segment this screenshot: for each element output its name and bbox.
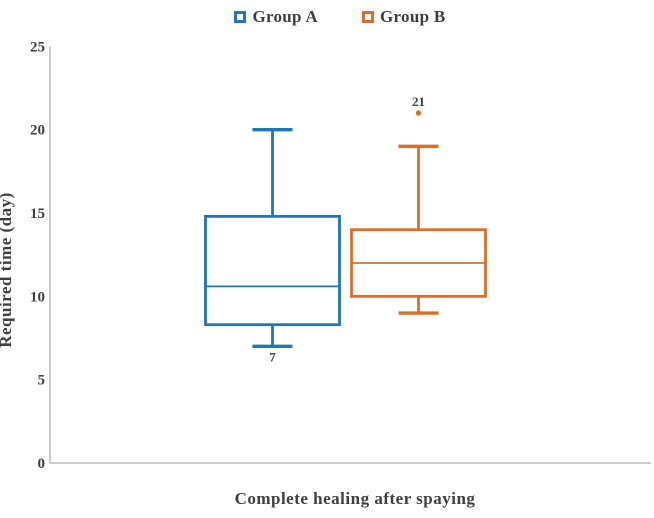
- x-axis-title: Complete healing after spaying: [235, 489, 476, 508]
- point-label-group-a-0: 7: [269, 349, 276, 364]
- boxplot-group-b: 21: [350, 94, 487, 315]
- chart-legend: Group A Group B: [0, 7, 654, 27]
- box-rect-group-a: [204, 214, 341, 327]
- boxplot-group-a: 7: [204, 128, 341, 364]
- y-tick-label-2: 10: [30, 289, 45, 305]
- outlier-point-group-b-0: [415, 110, 422, 116]
- legend-label-group-b: Group B: [380, 7, 446, 26]
- point-label-group-b-0: 21: [412, 94, 425, 109]
- legend-label-group-a: Group A: [252, 7, 318, 26]
- legend-item-group-b: Group B: [362, 7, 446, 27]
- y-tick-label-0: 0: [38, 456, 46, 472]
- y-axis-title: Required time (day): [0, 192, 15, 348]
- legend-item-group-a: Group A: [234, 7, 318, 27]
- y-tick-label-3: 15: [30, 206, 45, 222]
- group-a-marker-icon: [234, 11, 247, 23]
- y-tick-label-4: 20: [30, 123, 45, 139]
- group-b-marker-icon: [362, 11, 374, 23]
- y-tick-label-1: 5: [38, 373, 46, 389]
- y-tick-label-5: 25: [30, 39, 45, 55]
